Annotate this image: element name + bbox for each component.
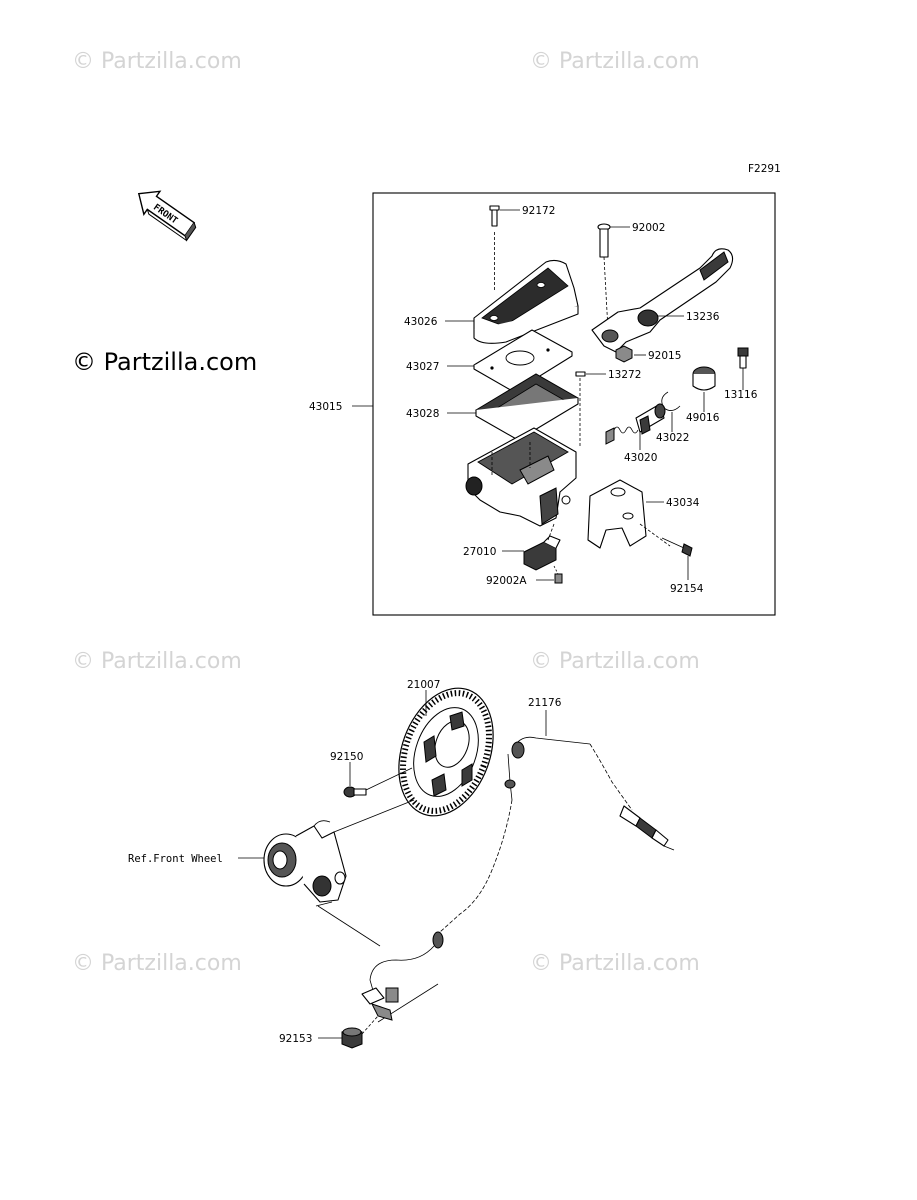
label-92015: 92015 [648,350,681,362]
label-21007: 21007 [407,679,440,691]
part-92153-bolt [341,1015,379,1049]
watermark-bottom-right: © Partzilla.com [530,951,700,976]
front-arrow-icon: FRONT [137,190,197,242]
watermark-middle-right: © Partzilla.com [530,649,700,674]
part-92002-bolt [597,223,611,331]
watermark-middle-left: © Partzilla.com [72,649,242,674]
assembly-frame [372,192,776,616]
label-43015: 43015 [309,401,342,413]
label-21176: 21176 [528,697,562,709]
part-21176-abs-sensor-cable [361,736,675,1021]
part-43020-piston-kit [605,403,666,445]
label-92172: 92172 [522,205,555,217]
label-43028: 43028 [406,408,439,420]
label-92150: 92150 [330,751,363,763]
label-43026: 43026 [404,316,438,328]
label-ref-front-wheel: Ref.Front Wheel [128,853,223,865]
watermark-main: © Partzilla.com [72,348,257,376]
label-27010: 27010 [463,546,496,558]
label-43034: 43034 [666,497,700,509]
label-43022: 43022 [656,432,689,444]
label-92002A: 92002A [486,575,527,587]
part-92154-bolt [661,537,693,557]
part-13272-pin [575,371,586,448]
watermark-bottom-left: © Partzilla.com [72,951,242,976]
label-92002: 92002 [632,222,665,234]
part-92172-screw [489,205,500,290]
part-21007-abs-rotor [398,687,494,817]
label-43020: 43020 [624,452,657,464]
part-43027-plate [473,329,573,393]
label-92153: 92153 [279,1033,312,1045]
part-27010-switch [523,523,561,571]
label-13236: 13236 [686,311,720,323]
label-49016: 49016 [686,412,720,424]
part-13116-pin [737,347,749,369]
hub-to-rotor-line [333,799,415,833]
watermarks: © Partzilla.com © Partzilla.com © Partzi… [72,49,700,976]
master-cylinder-body [465,427,577,527]
label-13116: 13116 [724,389,758,401]
watermark-top-right: © Partzilla.com [530,49,700,74]
bracket-line-b [315,901,333,907]
label-13272: 13272 [608,369,641,381]
label-92154: 92154 [670,583,704,595]
part-43028-diaphragm [475,373,579,441]
part-43034-clamp [587,479,671,549]
part-92015-nut [615,345,633,363]
front-wheel-hub [263,820,347,903]
part-92002A-screw [553,565,563,584]
figure-id: F2291 [748,163,781,175]
label-43027: 43027 [406,361,439,373]
part-13236-lever [591,248,734,353]
watermark-top-left: © Partzilla.com [72,49,242,74]
part-92150-bolt [343,767,413,798]
bracket-line-a [317,905,381,947]
part-49016-bushing [692,366,716,391]
part-43026-cap [473,259,579,344]
